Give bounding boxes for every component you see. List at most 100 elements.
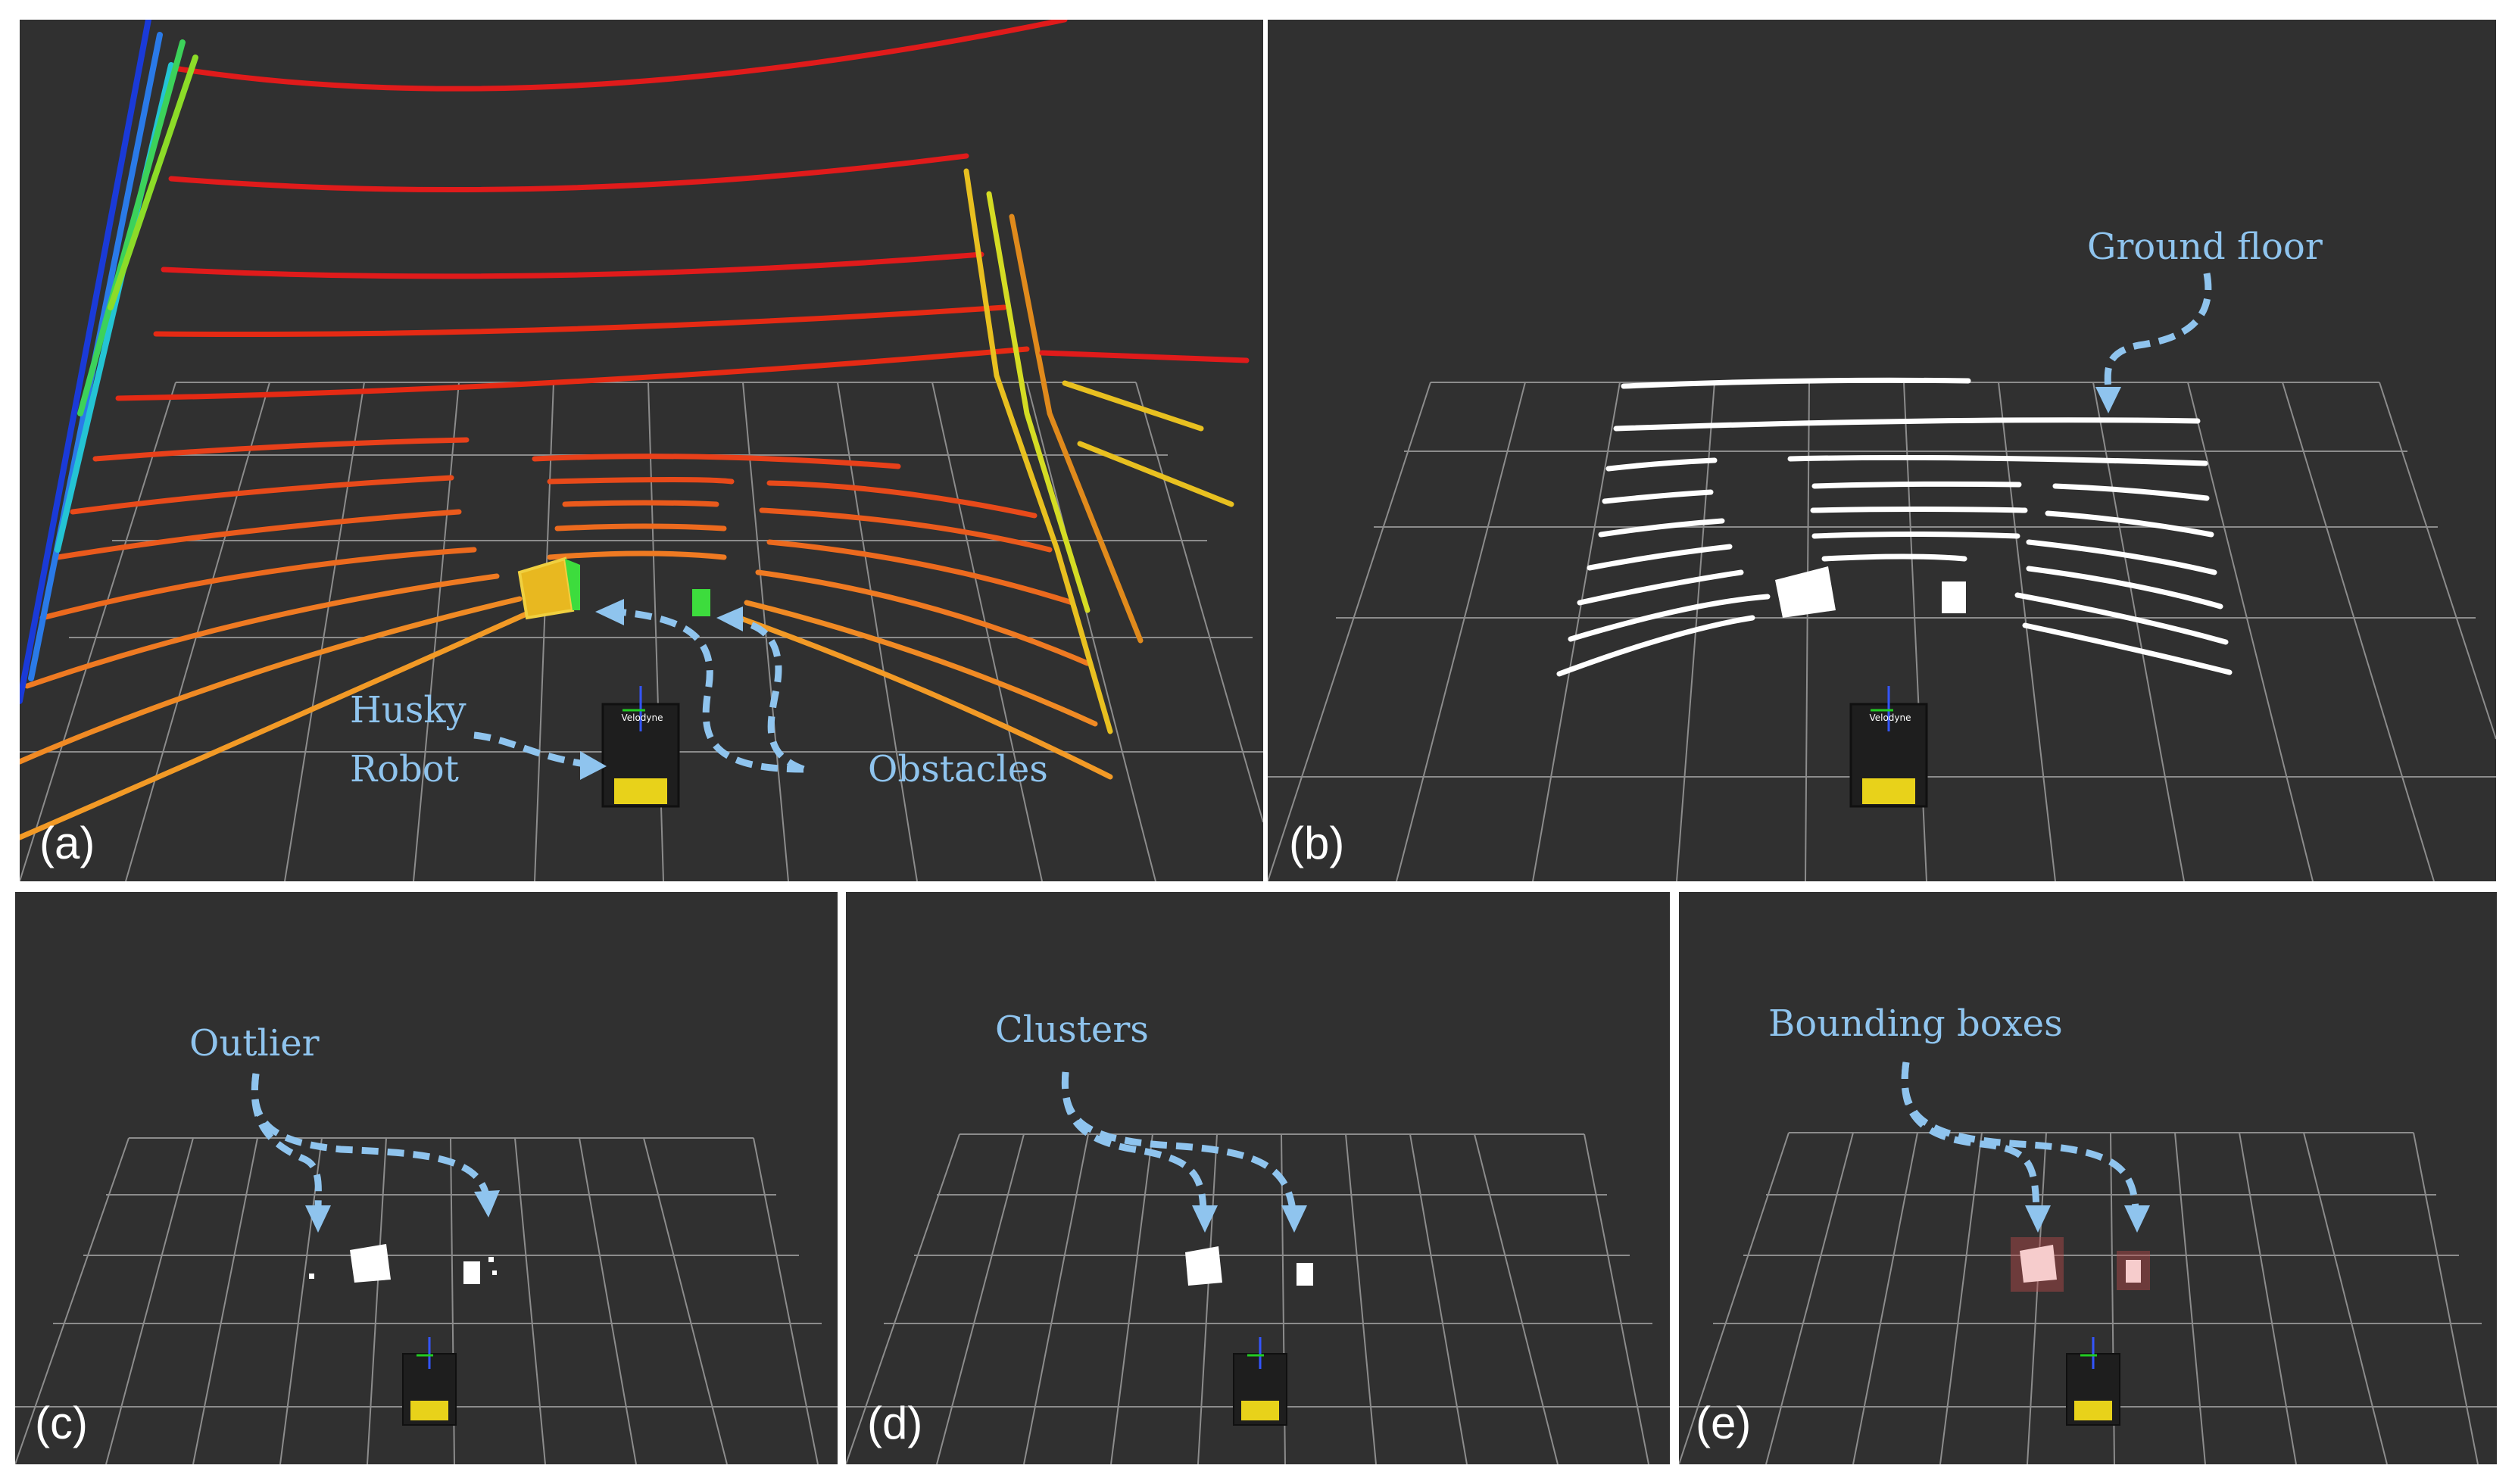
wall-scan: [20, 20, 151, 704]
scan-ring: [70, 475, 454, 515]
robot-sensor-text: Velodyne: [1869, 712, 1911, 723]
robot-bumper: [1241, 1401, 1279, 1420]
clusters-scene: [846, 1133, 1670, 1464]
panel-d-clusters: Clusters (d): [846, 892, 1670, 1464]
panel-label: (a): [39, 818, 95, 868]
scan-ring: [755, 569, 1091, 666]
right-structure-points: [963, 168, 1250, 734]
outlier-scene: [15, 1137, 838, 1464]
structure-scan: [986, 191, 1091, 613]
scan-ring: [39, 547, 477, 621]
wall-scan: [108, 55, 198, 310]
left-wall-points: [20, 20, 198, 704]
distant-scan-rings: [20, 20, 1113, 840]
structure-scan: [1039, 350, 1250, 363]
robot-bumper: [2074, 1401, 2112, 1420]
clustered-points: [1185, 1246, 1313, 1286]
structure-scan: [963, 168, 1113, 734]
ground-ring: [1605, 457, 1718, 472]
panel-label: (c): [35, 1398, 88, 1448]
panel-a-raw-pointcloud: Velodyne Husky Robot Obstacles (a): [20, 20, 1263, 881]
ground-ring: [1568, 594, 1771, 642]
cluster-box: [1297, 1263, 1313, 1286]
scan-ring: [20, 596, 523, 765]
panel-label: (d): [867, 1398, 923, 1448]
scan-ring: [766, 480, 1038, 519]
ground-ring: [1598, 518, 1725, 538]
ground-ring: [1810, 507, 2028, 513]
structure-scan: [1077, 441, 1234, 507]
ground-ring: [1621, 377, 1971, 389]
outlier-point: [492, 1270, 497, 1275]
ground-ring: [1577, 569, 1744, 606]
husky-robot: [2066, 1337, 2120, 1426]
husky-robot: [1233, 1337, 1287, 1426]
annotation-clusters: Clusters: [995, 1009, 1149, 1051]
obstacle-points-white: [1775, 566, 1966, 618]
scan-ring: [115, 346, 1030, 401]
wall-scan: [77, 39, 186, 416]
ground-ring: [2014, 592, 2229, 645]
panel-b-ground-floor: Velodyne Ground floor (b): [1268, 20, 2496, 881]
ground-scene: Velodyne: [1268, 377, 2496, 881]
scan-ring: [547, 477, 735, 485]
ground-ring: [1811, 532, 2020, 539]
obstacle-points: [517, 556, 710, 620]
cluster-box: [1185, 1246, 1222, 1286]
scan-ring: [168, 153, 969, 193]
scan-ring: [759, 507, 1053, 553]
ground-ring: [1602, 489, 1714, 504]
obstacle-box: [463, 1261, 480, 1284]
panel-label: (e): [1696, 1398, 1752, 1448]
scan-ring: [20, 607, 538, 840]
ground-ring: [1811, 481, 2022, 489]
scan-ring: [92, 437, 470, 462]
annotation-bounding-boxes: Bounding boxes: [1768, 1002, 2063, 1045]
ground-ring: [1821, 553, 1967, 562]
husky-robot: Velodyne: [601, 686, 680, 808]
panel-c-outlier: Outlier (c): [15, 892, 838, 1464]
robot-bumper: [1862, 778, 1915, 804]
ground-ring: [2026, 566, 2223, 610]
ground-ring: [1587, 544, 1733, 571]
scan-ring: [55, 509, 462, 560]
robot-sensor-text: Velodyne: [621, 712, 663, 723]
scan-ring: [554, 523, 727, 532]
outlier-point: [309, 1274, 314, 1279]
outlier-point: [488, 1257, 494, 1262]
husky-robot: [402, 1337, 457, 1426]
annotation-husky-line2: Robot: [350, 748, 459, 790]
ground-ring: [2045, 510, 2214, 538]
obstacle-box: [2126, 1260, 2141, 1283]
obstacle-box: [692, 589, 710, 616]
scan-ring: [532, 454, 901, 469]
robot-bumper: [410, 1401, 448, 1420]
lidar-scene: Velodyne: [20, 20, 1263, 881]
obstacle-box: [2020, 1245, 2057, 1283]
scan-ring: [161, 251, 984, 279]
husky-robot: Velodyne: [1849, 686, 1928, 808]
obstacle-box: [517, 556, 575, 620]
bbox-scene: [1679, 1132, 2497, 1464]
panel-e-bounding-boxes: Bounding boxes (e): [1679, 892, 2497, 1464]
annotation-husky-line1: Husky: [350, 689, 466, 731]
scan-ring: [766, 539, 1075, 606]
ground-ring: [2022, 622, 2233, 675]
obstacle-box: [350, 1244, 391, 1283]
ground-ring: [1787, 454, 2208, 466]
scan-ring: [176, 20, 1068, 92]
ground-ring: [2052, 483, 2210, 501]
structure-scan: [1009, 214, 1144, 644]
scan-ring: [547, 550, 727, 560]
ground-ring: [1613, 417, 2201, 432]
annotation-ground-floor: Ground floor: [2087, 226, 2323, 268]
annotation-outlier: Outlier: [189, 1022, 320, 1065]
bounding-boxes: [2011, 1237, 2150, 1292]
obstacle-box: [1775, 566, 1836, 618]
scan-ring: [24, 573, 500, 689]
robot-bumper: [614, 778, 667, 804]
ground-ring: [2026, 539, 2217, 575]
obstacle-box: [1942, 581, 1966, 613]
ground-floor-points: [1556, 377, 2233, 677]
ground-ring: [1556, 615, 1755, 677]
